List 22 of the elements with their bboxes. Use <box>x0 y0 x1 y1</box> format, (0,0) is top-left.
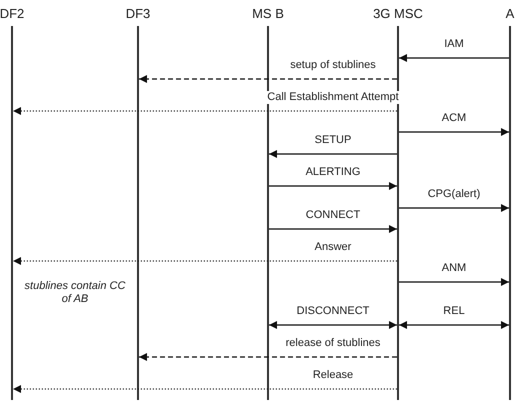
message-arrow <box>269 321 397 329</box>
participant-label: DF3 <box>126 6 150 21</box>
message-arrow <box>269 225 397 233</box>
message-arrow <box>12 107 398 115</box>
message-label: setup of stublines <box>288 59 378 72</box>
message-arrow <box>139 353 397 361</box>
message-arrow <box>12 385 398 393</box>
message-label: Call Establishment Attempt <box>265 91 401 104</box>
message-arrow <box>12 257 398 265</box>
message-arrow <box>399 54 509 62</box>
message-arrow <box>399 278 509 286</box>
participant-label: 3G MSC <box>373 6 423 21</box>
participant-label: MS B <box>252 6 284 21</box>
message-arrow <box>269 150 397 158</box>
participant-label: DF2 <box>0 6 24 21</box>
participant-label: A <box>506 6 514 21</box>
message-arrow <box>399 204 509 212</box>
message-arrow <box>269 182 397 190</box>
message-arrow <box>399 128 509 136</box>
message-arrow <box>139 75 397 83</box>
message-arrow <box>399 321 509 329</box>
message-label: CPG(alert) <box>426 188 482 201</box>
